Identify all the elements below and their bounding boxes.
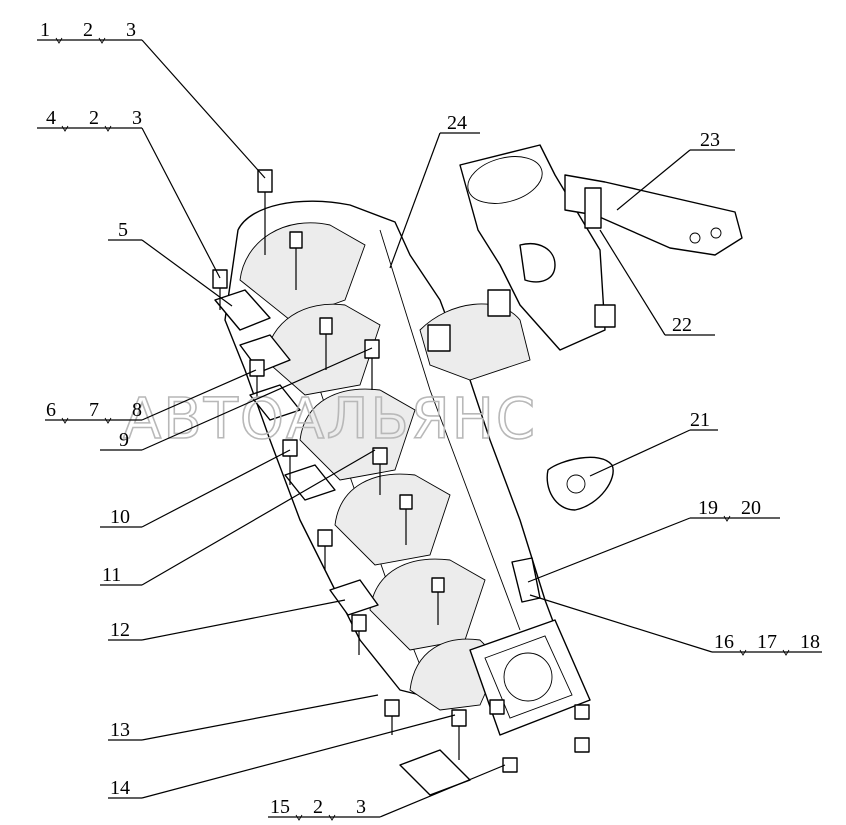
callout-16-17-18: 16 17 18 bbox=[714, 631, 820, 656]
callout-11: 11 bbox=[102, 564, 121, 586]
manifold-assembly bbox=[212, 144, 743, 796]
callout-1-2-3: 1 2 3 bbox=[40, 19, 136, 44]
callout-9: 9 bbox=[119, 429, 129, 451]
callout-number: 3 bbox=[356, 796, 366, 818]
callout-6-7-8: 6 7 8 bbox=[46, 399, 142, 424]
callout-14: 14 bbox=[110, 777, 130, 799]
callout-number: 10 bbox=[110, 506, 130, 528]
callout-number: 11 bbox=[102, 564, 121, 586]
callout-number: 24 bbox=[447, 112, 467, 134]
callout-10: 10 bbox=[110, 506, 130, 528]
callout-number: 6 bbox=[46, 399, 56, 421]
watermark: АВТОАЛЬЯНС bbox=[123, 387, 537, 452]
callout-4-2-3: 4 2 3 bbox=[46, 107, 142, 132]
callout-separator bbox=[739, 649, 747, 656]
callout-number: 8 bbox=[132, 399, 142, 421]
callout-number: 17 bbox=[757, 631, 777, 653]
callout-number: 21 bbox=[690, 409, 710, 431]
callout-separator bbox=[61, 125, 69, 132]
callout-number: 12 bbox=[110, 619, 130, 641]
callout-23: 23 bbox=[700, 129, 720, 151]
callout-number: 2 bbox=[313, 796, 323, 818]
callout-number: 14 bbox=[110, 777, 130, 799]
callout-separator bbox=[295, 814, 303, 821]
callout-number: 18 bbox=[800, 631, 820, 653]
callout-22: 22 bbox=[672, 314, 692, 336]
callout-number: 16 bbox=[714, 631, 734, 653]
callout-separator bbox=[723, 515, 731, 522]
callout-separator bbox=[55, 37, 63, 44]
callout-5: 5 bbox=[118, 219, 128, 241]
callout-24: 24 bbox=[447, 112, 467, 134]
callout-number: 13 bbox=[110, 719, 130, 741]
callout-number: 22 bbox=[672, 314, 692, 336]
callout-separator bbox=[328, 814, 336, 821]
leader-lines bbox=[37, 39, 822, 818]
callout-13: 13 bbox=[110, 719, 130, 741]
callout-number: 2 bbox=[89, 107, 99, 129]
callout-separator bbox=[104, 125, 112, 132]
callout-separator bbox=[104, 417, 112, 424]
callout-number: 7 bbox=[89, 399, 99, 421]
callout-number: 1 bbox=[40, 19, 50, 41]
callout-separator bbox=[782, 649, 790, 656]
callout-number: 3 bbox=[132, 107, 142, 129]
callout-number: 9 bbox=[119, 429, 129, 451]
callout-separator bbox=[61, 417, 69, 424]
callout-number: 5 bbox=[118, 219, 128, 241]
callout-number: 20 bbox=[741, 497, 761, 519]
callout-number: 4 bbox=[46, 107, 56, 129]
callout-12: 12 bbox=[110, 619, 130, 641]
callout-number: 2 bbox=[83, 19, 93, 41]
callout-number: 3 bbox=[126, 19, 136, 41]
callout-number: 15 bbox=[270, 796, 290, 818]
callout-number: 19 bbox=[698, 497, 718, 519]
callout-number: 23 bbox=[700, 129, 720, 151]
callout-21: 21 bbox=[690, 409, 710, 431]
callout-separator bbox=[98, 37, 106, 44]
